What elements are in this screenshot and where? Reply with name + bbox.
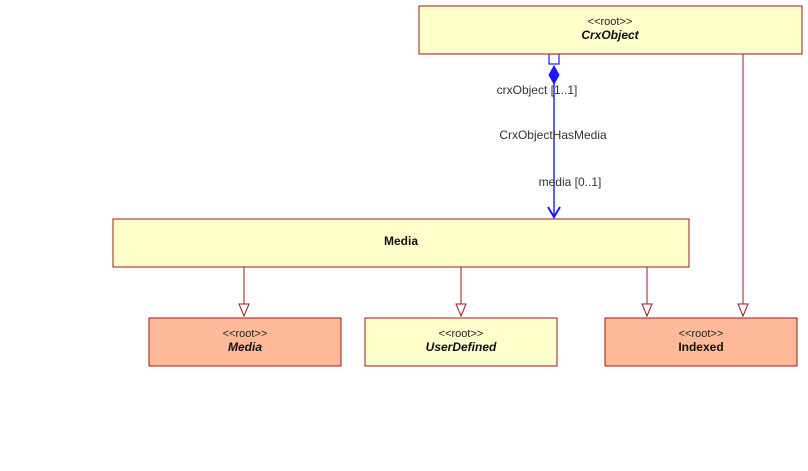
association-target-role: media [0..1] [539,175,602,189]
class-media-parent[interactable]: Media [112,218,690,268]
class-box [418,5,803,55]
class-stereotype: <<root>> [439,328,484,340]
class-name: UserDefined [426,340,497,354]
class-userdefined[interactable]: <<root>> UserDefined [364,317,558,367]
association-end-square [548,53,560,65]
generalization-arrowhead [737,303,749,318]
generalization-arrowhead [238,303,250,318]
class-stereotype: <<root>> [588,16,633,28]
class-media-root[interactable]: <<root>> Media [148,317,342,367]
class-indexed[interactable]: <<root>> Indexed [604,317,798,367]
class-stereotype: <<root>> [223,328,268,340]
association-labels: crxObject [1..1] CrxObjectHasMedia media… [497,83,607,189]
generalization-connectors [238,54,749,318]
class-box [604,317,798,367]
class-name: Media [384,234,418,248]
class-name: CrxObject [581,28,639,42]
composition-diamond-icon [548,64,560,86]
class-name: Media [228,340,262,354]
generalization-arrowhead [455,303,467,318]
navigable-arrowhead-icon [547,206,561,219]
class-stereotype: <<root>> [679,328,724,340]
class-name: Indexed [678,340,723,354]
class-box [148,317,342,367]
association-name: CrxObjectHasMedia [499,128,607,142]
generalization-arrowhead [641,303,653,318]
association-connector[interactable] [547,53,561,219]
class-box [364,317,558,367]
class-crxobject[interactable]: <<root>> CrxObject [418,5,803,55]
class-box [112,218,690,268]
association-source-role: crxObject [1..1] [497,83,578,97]
